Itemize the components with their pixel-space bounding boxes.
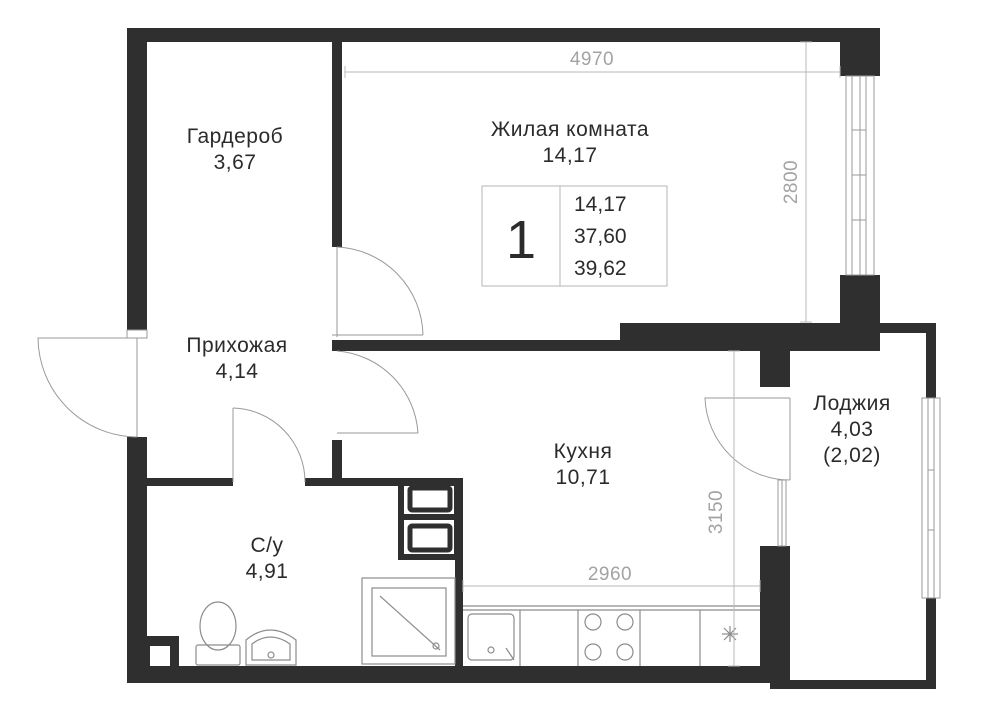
kitchen-sink (467, 613, 515, 661)
wall-right-living (840, 275, 880, 325)
washing-machines (398, 478, 460, 560)
loggia-top-wall (880, 323, 936, 333)
dimension-kitchen-depth: 3150 (706, 350, 740, 667)
kitchen-counter (463, 605, 760, 666)
room-name-kitchen: Кухня (554, 440, 613, 463)
rooms-count: 1 (506, 210, 536, 270)
total-area-loggia-value: 39,62 (574, 257, 627, 280)
wall-bottom (127, 666, 789, 683)
room-area-kitchen: 10,71 (555, 466, 610, 489)
info-box: 1 14,17 37,60 39,62 (481, 185, 668, 287)
walls (127, 28, 880, 683)
dimension-kitchen-width: 2960 (462, 564, 761, 592)
wall-hall-kitchen (332, 340, 762, 351)
washbasin (245, 629, 297, 666)
dim-label-living-depth: 2800 (781, 160, 802, 204)
wall-kitchen-loggia-pillar (760, 323, 790, 387)
room-reduced-area-loggia: (2,02) (823, 444, 881, 467)
total-area-value: 37,60 (574, 225, 627, 248)
wall-hall-bath-left (145, 478, 233, 486)
wall-corner-top-right (840, 28, 880, 76)
loggia-right-bottom (926, 598, 936, 688)
loggia-right-top (926, 323, 936, 398)
loggia-bottom-wall (770, 680, 936, 689)
wall-bath-kitchen (455, 478, 463, 666)
room-name-wardrobe: Гардероб (187, 125, 283, 148)
room-labels: Гардероб 3,67 Жилая комната 14,17 Прихож… (186, 118, 890, 583)
wall-hall-stub (332, 440, 342, 480)
room-name-living: Жилая комната (491, 118, 649, 141)
room-area-wardrobe: 3,67 (214, 151, 257, 174)
toilet (195, 601, 241, 666)
wall-kitchen-loggia-top (620, 323, 880, 351)
room-name-hall: Прихожая (186, 334, 287, 357)
dim-label-living-width: 4970 (570, 49, 614, 70)
dim-label-kitchen-width: 2960 (588, 564, 632, 585)
wall-left-upper (127, 28, 147, 330)
gas-riser (722, 626, 738, 642)
window-loggia (921, 397, 941, 599)
room-area-bathroom: 4,91 (246, 560, 289, 583)
dimension-living-depth: 2800 (781, 41, 812, 323)
loggia-outline (770, 323, 936, 689)
living-area-value: 14,17 (574, 193, 627, 216)
cooktop (584, 613, 634, 661)
dimension-living-width: 4970 (344, 49, 841, 78)
shower-tray (361, 577, 456, 665)
wall-wardrobe-living (332, 40, 342, 247)
wall-kitchen-loggia-lower (760, 546, 790, 683)
doors (37, 246, 791, 483)
room-area-hall: 4,14 (216, 360, 259, 383)
shaft-inner (150, 646, 170, 666)
room-area-loggia: 4,03 (831, 418, 874, 441)
room-name-loggia: Лоджия (813, 392, 890, 415)
wall-left-lower (127, 437, 147, 683)
dim-label-kitchen-depth: 3150 (706, 490, 727, 534)
window-living (845, 75, 875, 276)
wall-top (127, 28, 880, 42)
wall-hall-bath-right (305, 478, 460, 486)
room-name-bathroom: С/у (251, 534, 284, 557)
room-area-living: 14,17 (542, 144, 597, 167)
door-kitchen-loggia-frame (777, 479, 787, 547)
